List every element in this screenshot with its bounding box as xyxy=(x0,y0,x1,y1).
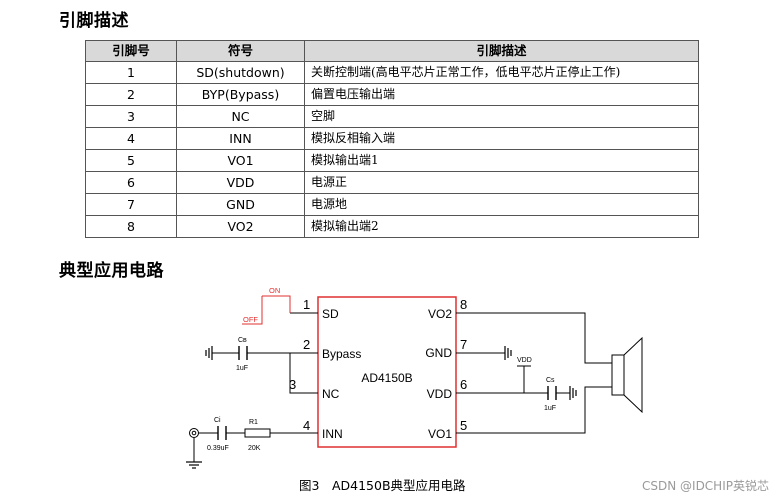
pin-number-5: 5 xyxy=(460,418,467,433)
ground-icon xyxy=(205,346,213,360)
input-jack-icon xyxy=(189,428,199,462)
pin-number: 8 xyxy=(85,215,177,238)
r1-label: R1 xyxy=(249,419,258,426)
shutdown-switch xyxy=(242,295,291,325)
cb-label: Cв xyxy=(238,337,247,344)
r1-value: 20K xyxy=(248,445,261,452)
pin-number-8: 8 xyxy=(460,297,467,312)
chip-name: AD4150B xyxy=(361,371,412,385)
wires xyxy=(198,312,612,434)
pin-number-3: 3 xyxy=(289,377,296,392)
pin-symbol: BYP(Bypass) xyxy=(176,83,305,106)
switch-on-label: ON xyxy=(269,286,280,295)
header-symbol: 符号 xyxy=(176,40,305,62)
section-heading-pin-description: 引脚描述 xyxy=(59,11,129,31)
pin-description: 电源地 xyxy=(304,193,699,216)
pin-number-2: 2 xyxy=(303,337,310,352)
typical-application-circuit: AD4150B SD Bypass NC INN VO2 GND VDD VO1… xyxy=(186,286,643,469)
pin-number-1: 1 xyxy=(303,297,310,312)
ground-icon xyxy=(186,461,202,469)
pin-symbol: NC xyxy=(176,105,305,128)
capacitor-ci xyxy=(217,426,227,440)
cs-value: 1uF xyxy=(544,405,556,412)
cb-value: 1uF xyxy=(236,365,248,372)
pin-number-7: 7 xyxy=(460,337,467,352)
switch-off-label: OFF xyxy=(243,315,258,324)
pin-symbol: VO1 xyxy=(176,149,305,172)
capacitor-cb xyxy=(238,346,248,360)
pin-label-sd: SD xyxy=(322,307,339,321)
pin-number-4: 4 xyxy=(303,418,310,433)
pin-number-6: 6 xyxy=(460,377,467,392)
speaker-icon xyxy=(611,336,643,414)
pin-label-inn: INN xyxy=(322,427,343,441)
vdd-label: VDD xyxy=(517,357,532,364)
resistor-r1 xyxy=(244,428,271,438)
chip-body xyxy=(317,296,457,448)
pin-label-nc: NC xyxy=(322,387,340,401)
pin-symbol: GND xyxy=(176,193,305,216)
ground-icon xyxy=(569,386,577,400)
header-pin-number: 引脚号 xyxy=(85,40,177,62)
ci-label: Ci xyxy=(214,417,221,424)
table-header-row: 引脚号 符号 引脚描述 xyxy=(85,40,699,62)
header-description: 引脚描述 xyxy=(304,40,699,62)
pin-label-vo1: VO1 xyxy=(428,427,452,441)
watermark: CSDN @IDCHIP英锐芯 xyxy=(642,479,769,493)
pin-symbol: VO2 xyxy=(176,215,305,238)
pin-description: 模拟反相输入端 xyxy=(304,127,699,150)
capacitor-cs xyxy=(547,386,557,400)
section-heading-typical-circuit: 典型应用电路 xyxy=(59,261,164,281)
pin-label-gnd: GND xyxy=(425,346,452,360)
pin-label-bypass: Bypass xyxy=(322,347,361,361)
pin-description: 模拟输出端2 xyxy=(304,215,699,238)
cs-label: Cs xyxy=(546,377,555,384)
ci-value: 0.39uF xyxy=(207,445,229,452)
ground-icon xyxy=(504,346,512,360)
pin-label-vo2: VO2 xyxy=(428,307,452,321)
pin-label-vdd: VDD xyxy=(427,387,453,401)
pin-description: 模拟输出端1 xyxy=(304,149,699,172)
figure-caption: 图3 AD4150B典型应用电路 xyxy=(299,478,466,493)
